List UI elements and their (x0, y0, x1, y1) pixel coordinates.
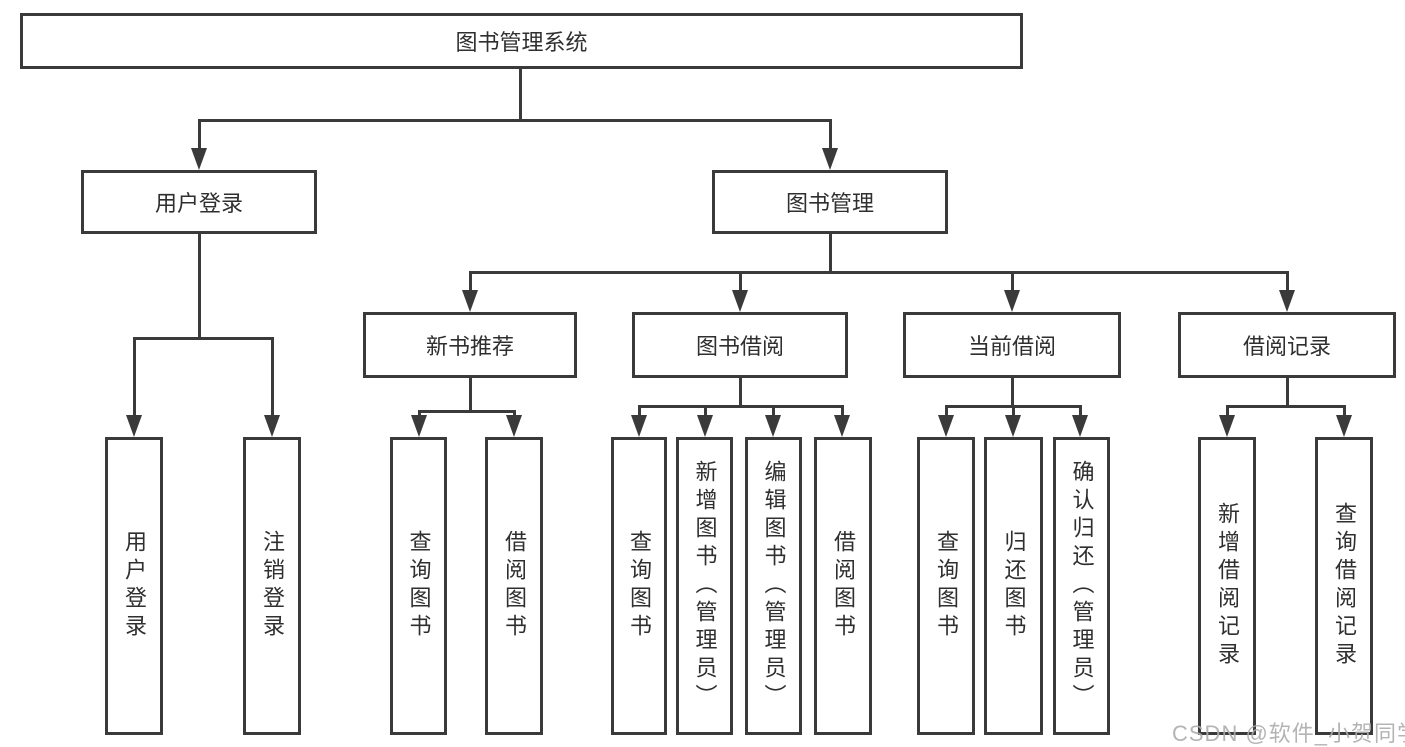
node-book-borrow: 图书借阅 (632, 312, 848, 378)
connector-drop-borrow-records (1286, 271, 1289, 291)
node-book-borrow-label: 图书借阅 (695, 334, 784, 359)
leaf-user-login: 用户登录 (105, 437, 163, 735)
arrowhead-bb-add (697, 415, 713, 437)
connector-drop-nb-query (418, 410, 421, 418)
connector-drop-cb-return (1012, 405, 1015, 417)
connector-root-branch (198, 119, 832, 122)
leaf-br-query-record-label: 查询借阅记录 (1332, 502, 1357, 670)
arrowhead-login-leaf (126, 415, 142, 437)
connector-user-login-stem (198, 234, 201, 339)
leaf-cb-return-books-label: 归还图书 (1001, 530, 1027, 642)
leaf-logout: 注销登录 (243, 437, 301, 735)
connector-current-borrow-stem (1011, 378, 1014, 407)
leaf-bb-add-books-admin-label: 新增图书（管理员） (692, 460, 718, 712)
connector-drop-bb-borrow (841, 405, 844, 417)
arrowhead-bb-query (631, 415, 647, 437)
connector-drop-br-add (1226, 405, 1229, 417)
arrowhead-br-add (1219, 415, 1235, 437)
connector-drop-bb-add (704, 405, 707, 417)
connector-drop-br-query (1343, 405, 1346, 417)
arrowhead-current-borrow (1004, 290, 1020, 312)
connector-book-borrow-branch (638, 405, 844, 408)
leaf-bb-borrow-books-label: 借阅图书 (831, 530, 856, 642)
arrowhead-book-borrow (732, 290, 748, 312)
leaf-bb-add-books-admin: 新增图书（管理员） (676, 437, 733, 735)
leaf-br-add-record: 新增借阅记录 (1198, 437, 1256, 735)
arrowhead-bb-edit (765, 415, 781, 437)
node-user-login-label: 用户登录 (154, 191, 243, 216)
leaf-bb-query-books: 查询图书 (611, 437, 667, 735)
connector-user-login-branch (133, 337, 274, 340)
connector-drop-new-book (469, 271, 472, 291)
arrowhead-nb-query (411, 415, 427, 437)
leaf-br-add-record-label: 新增借阅记录 (1215, 502, 1240, 670)
arrowhead-borrow-records (1279, 290, 1295, 312)
csdn-watermark: CSDN @软件_小贺同学 (1172, 721, 1405, 746)
leaf-cb-query-books-label: 查询图书 (934, 530, 959, 642)
arrowhead-br-query (1336, 415, 1352, 437)
connector-new-book-branch (418, 410, 515, 413)
connector-drop-cb-confirm (1079, 405, 1082, 417)
connector-drop-bb-query (638, 405, 641, 417)
connector-drop-login-leaf (133, 337, 136, 415)
leaf-nb-borrow-books: 借阅图书 (485, 437, 543, 735)
arrowhead-cb-return (1005, 415, 1021, 437)
arrowhead-logout-leaf (264, 415, 280, 437)
arrowhead-bb-borrow (834, 415, 850, 437)
connector-drop-cb-query (945, 405, 948, 417)
leaf-br-query-record: 查询借阅记录 (1315, 437, 1373, 735)
connector-root-stem (519, 69, 522, 121)
connector-drop-user-login (198, 119, 201, 149)
leaf-cb-return-books: 归还图书 (984, 437, 1043, 735)
leaf-cb-confirm-return-admin: 确认归还（管理员） (1053, 437, 1110, 735)
connector-drop-nb-borrow (513, 410, 516, 418)
node-root-system: 图书管理系统 (20, 13, 1023, 69)
leaf-logout-label: 注销登录 (260, 530, 285, 642)
arrowhead-book-mgmt (822, 148, 838, 170)
connector-drop-bb-edit (772, 405, 775, 417)
arrowhead-cb-query (938, 415, 954, 437)
node-current-borrow-label: 当前借阅 (967, 334, 1056, 359)
leaf-bb-borrow-books: 借阅图书 (814, 437, 872, 735)
leaf-bb-edit-books-admin-label: 编辑图书（管理员） (761, 460, 787, 712)
leaf-cb-query-books: 查询图书 (917, 437, 975, 735)
connector-drop-logout-leaf (271, 337, 274, 415)
arrowhead-new-book (462, 290, 478, 312)
node-user-login: 用户登录 (81, 170, 317, 234)
arrowhead-user-login (191, 148, 207, 170)
arrowhead-cb-confirm (1072, 415, 1088, 437)
leaf-nb-borrow-books-label: 借阅图书 (502, 530, 527, 642)
node-new-book-recommend-label: 新书推荐 (425, 334, 514, 359)
node-book-management-label: 图书管理 (785, 191, 874, 216)
connector-drop-book-mgmt (829, 119, 832, 149)
node-book-management: 图书管理 (712, 170, 948, 234)
connector-book-mgmt-stem (829, 234, 832, 273)
node-borrow-records-label: 借阅记录 (1242, 334, 1331, 359)
connector-drop-current-borrow (1011, 271, 1014, 291)
node-root-label: 图书管理系统 (455, 30, 588, 55)
connector-book-borrow-stem (739, 378, 742, 407)
node-new-book-recommend: 新书推荐 (363, 312, 577, 378)
leaf-user-login-label: 用户登录 (122, 530, 147, 642)
connector-drop-book-borrow (739, 271, 742, 291)
node-borrow-records: 借阅记录 (1178, 312, 1396, 378)
connector-new-book-stem (469, 378, 472, 412)
arrowhead-nb-borrow (506, 415, 522, 437)
connector-book-mgmt-branch (469, 271, 1288, 274)
leaf-bb-edit-books-admin: 编辑图书（管理员） (745, 437, 802, 735)
leaf-bb-query-books-label: 查询图书 (627, 530, 652, 642)
leaf-nb-query-books: 查询图书 (390, 437, 447, 735)
node-current-borrow: 当前借阅 (903, 312, 1121, 378)
connector-borrow-records-branch (1226, 405, 1345, 408)
leaf-cb-confirm-return-admin-label: 确认归还（管理员） (1069, 460, 1095, 712)
leaf-nb-query-books-label: 查询图书 (406, 530, 432, 642)
connector-borrow-records-stem (1286, 378, 1289, 407)
